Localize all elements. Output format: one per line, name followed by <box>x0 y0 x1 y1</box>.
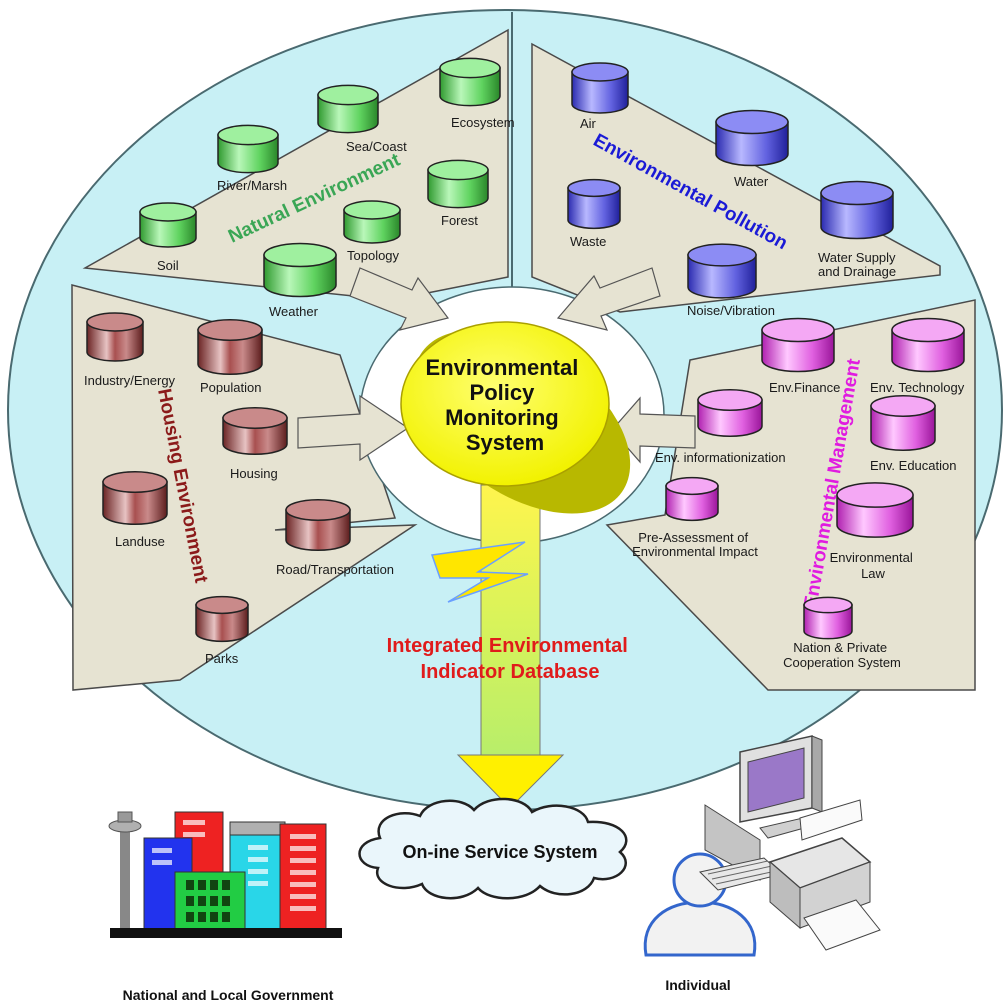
item-env-technology: Env. Technology <box>870 380 965 395</box>
printer-icon <box>768 799 881 951</box>
service-cloud-icon <box>358 797 628 900</box>
cylinder-river-marsh <box>217 124 279 174</box>
arrow-natural <box>349 267 450 331</box>
database-label-line-1: Integrated Environmental <box>387 635 628 657</box>
housing-items: Industry/Energy Population Housing Landu… <box>84 373 394 666</box>
water-supply-line-1: Water Supply <box>818 250 896 265</box>
item-parks: Parks <box>205 651 239 666</box>
database-cylinders <box>86 57 965 643</box>
cylinder-forest <box>427 159 489 209</box>
natural-items: Ecosystem Sea/Coast River/Marsh Forest S… <box>157 115 515 319</box>
nation-private-line-1: Nation & Private <box>793 640 887 655</box>
water-supply-line-2: and Drainage <box>818 264 896 279</box>
item-environmental-law: Environmental Law <box>830 550 917 581</box>
cylinder-sea-coast <box>317 84 379 134</box>
cylinder-env-technology <box>891 317 965 373</box>
item-pre-assessment: Pre-Assessment of Environmental Impact <box>632 530 758 559</box>
item-air: Air <box>580 116 597 131</box>
cylinder-waste <box>567 178 621 230</box>
database-beam <box>430 484 565 809</box>
cylinder-parks <box>195 595 249 643</box>
cylinder-nation-private <box>803 596 853 640</box>
item-industry-energy: Industry/Energy <box>84 373 176 388</box>
cylinder-topology <box>343 200 401 244</box>
cylinder-soil <box>139 202 197 248</box>
cylinder-road-transportation <box>285 499 351 551</box>
item-housing: Housing <box>230 466 278 481</box>
item-river-marsh: River/Marsh <box>217 178 287 193</box>
individual-user-icon <box>643 852 757 957</box>
center-line-1: Environmental <box>426 355 579 380</box>
environmental-law-line-1: Environmental <box>830 550 913 565</box>
lightning-bolt-icon <box>430 541 529 603</box>
cylinder-landuse <box>102 471 168 525</box>
center-line-4: System <box>466 430 544 455</box>
government-label: National and Local Government <box>123 987 334 1003</box>
arrow-pollution <box>556 267 661 331</box>
item-forest: Forest <box>441 213 478 228</box>
cylinder-env-informationization <box>697 389 763 437</box>
cylinder-water-supply <box>820 180 894 240</box>
item-road-transportation: Road/Transportation <box>276 562 394 577</box>
computer-icon <box>698 735 827 891</box>
item-waste: Waste <box>570 234 606 249</box>
item-water: Water <box>734 174 769 189</box>
cylinder-industry-energy <box>86 312 144 362</box>
item-soil: Soil <box>157 258 179 273</box>
svg-text:Environmental Policy: Environmental Policy Monitoring System <box>426 355 585 455</box>
nation-private-line-2: Cooperation System <box>783 655 901 670</box>
svg-text:Integrated Environmental I: Integrated Environmental Indicator Datab… <box>387 635 634 683</box>
pollution-items: Air Water Waste Water Supply and Drainag… <box>570 116 899 318</box>
government-buildings-icon <box>108 811 342 938</box>
item-weather: Weather <box>269 304 319 319</box>
arrow-housing <box>297 394 410 462</box>
item-env-education: Env. Education <box>870 458 956 473</box>
pre-assessment-line-2: Environmental Impact <box>632 544 758 559</box>
individual-label: Individual <box>665 977 730 993</box>
center-system: Environmental Policy Monitoring System <box>400 321 631 514</box>
item-population: Population <box>200 380 261 395</box>
database-label-line-2: Indicator Database <box>421 661 600 683</box>
cylinder-housing <box>222 407 288 455</box>
item-noise-vibration: Noise/Vibration <box>687 303 775 318</box>
cylinder-noise-vibration <box>687 243 757 299</box>
management-items: Env.Finance Env. Technology Env. informa… <box>632 380 965 670</box>
item-topology: Topology <box>347 248 400 263</box>
cylinder-ecosystem <box>439 57 501 107</box>
cylinder-population <box>197 319 263 375</box>
item-nation-private: Nation & Private Cooperation System <box>783 640 901 670</box>
cylinder-env-finance <box>761 317 835 373</box>
item-landuse: Landuse <box>115 534 165 549</box>
item-water-supply: Water Supply and Drainage <box>818 250 899 279</box>
item-env-finance: Env.Finance <box>769 380 840 395</box>
center-line-2: Policy <box>470 380 536 405</box>
item-sea-coast: Sea/Coast <box>346 139 407 154</box>
pre-assessment-line-1: Pre-Assessment of <box>638 530 748 545</box>
service-label: On-ine Service System <box>402 842 597 862</box>
cylinder-environmental-law <box>836 482 914 538</box>
arrows <box>297 267 696 464</box>
cylinder-water <box>715 109 789 167</box>
cylinder-weather <box>263 242 337 298</box>
cylinder-air <box>571 62 629 114</box>
cylinder-pre-assessment <box>665 476 719 522</box>
environmental-law-line-2: Law <box>861 566 885 581</box>
center-line-3: Monitoring <box>445 405 559 430</box>
cylinder-env-education <box>870 395 936 451</box>
item-ecosystem: Ecosystem <box>451 115 515 130</box>
item-env-informationization: Env. informationization <box>655 450 786 465</box>
